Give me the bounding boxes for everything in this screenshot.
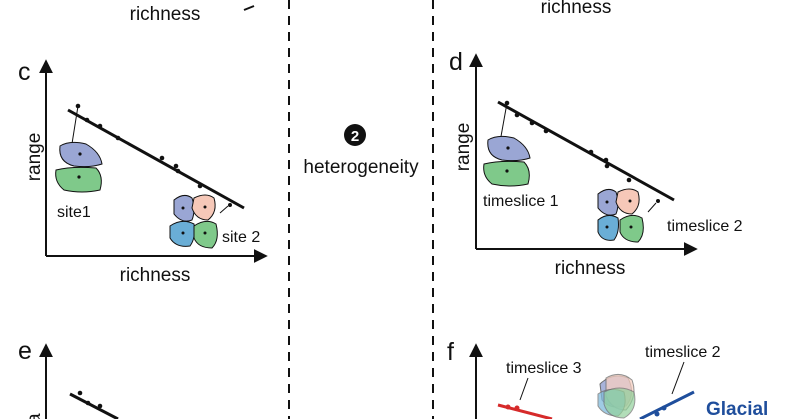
top-richness-left: richness xyxy=(130,4,201,25)
panel-d-slice2-peach-blob xyxy=(615,188,640,215)
data-point xyxy=(603,157,609,163)
panel-e-letter: e xyxy=(18,337,32,365)
panel-d-leader-slice1 xyxy=(499,102,508,143)
panel-c-site2-peach-blob xyxy=(191,194,216,221)
panel-f-slice2-label: timeslice 2 xyxy=(645,344,721,361)
data-point xyxy=(505,404,511,410)
data-point xyxy=(661,405,667,411)
data-point xyxy=(506,146,510,150)
top-richness-right: richness xyxy=(541,0,612,18)
data-point xyxy=(84,117,90,123)
panel-d-xlabel: richness xyxy=(555,258,626,279)
panel-c-xlabel: richness xyxy=(120,265,191,286)
top-arrow-fragment xyxy=(243,5,255,11)
panel-d-letter: d xyxy=(449,48,463,76)
data-point xyxy=(543,128,549,134)
panel-c-points xyxy=(75,103,203,189)
panel-d-slice1-bottom-blob xyxy=(483,160,530,187)
data-point xyxy=(654,411,660,417)
panel-d-ylabel: range xyxy=(453,123,474,172)
panel-c-ylabel: range xyxy=(24,133,45,182)
panel-f-leader-slice3 xyxy=(519,377,529,401)
data-point xyxy=(181,206,185,210)
panel-d-trend-line xyxy=(497,100,675,202)
number-badge xyxy=(344,124,366,146)
data-point xyxy=(505,169,509,173)
panel-f-slice3-label: timeslice 3 xyxy=(506,360,582,377)
panel-c-site2-label: site 2 xyxy=(222,229,260,246)
data-point xyxy=(77,390,83,396)
data-point xyxy=(628,199,632,203)
data-point xyxy=(97,123,103,129)
panel-c-letter: c xyxy=(18,58,31,86)
panel-c: c range richness site1 xyxy=(18,58,268,286)
data-point xyxy=(629,225,633,229)
number-badge-text: 2 xyxy=(351,128,359,145)
panel-d: d range richness timeslice 1 xyxy=(449,48,743,279)
data-point xyxy=(514,112,520,118)
data-point xyxy=(604,163,610,169)
data-point xyxy=(175,168,181,174)
data-point xyxy=(77,175,81,179)
data-point xyxy=(656,199,660,203)
data-point xyxy=(97,403,103,409)
panel-e-ylabel-fragment: a xyxy=(24,413,45,419)
overlap-blob-green xyxy=(603,387,636,419)
panel-c-leader-site2 xyxy=(219,205,229,214)
panel-f-overlapping-blobs xyxy=(597,374,636,419)
data-point xyxy=(181,231,185,235)
middle-heterogeneity: 2 heterogeneity xyxy=(303,124,419,178)
data-point xyxy=(203,231,207,235)
data-point xyxy=(85,400,91,406)
panel-d-leader-slice2 xyxy=(647,202,657,213)
data-point xyxy=(78,152,82,156)
heterogeneity-label: heterogeneity xyxy=(303,157,419,178)
data-point xyxy=(605,225,609,229)
panel-c-site2-green-blob xyxy=(193,220,218,249)
panel-d-slice1-label: timeslice 1 xyxy=(483,193,559,210)
data-point xyxy=(605,200,609,204)
panel-e-trend-line xyxy=(69,392,119,419)
panel-c-trend-line xyxy=(67,108,245,210)
panel-d-slice2-label: timeslice 2 xyxy=(667,218,743,235)
panel-f-glacial-label: Glacial xyxy=(706,399,768,419)
data-point xyxy=(197,183,203,189)
panel-f-leader-slice2 xyxy=(671,361,685,395)
data-point xyxy=(203,205,207,209)
data-point xyxy=(626,177,632,183)
panel-e: e a xyxy=(18,337,119,419)
data-point xyxy=(228,203,232,207)
panel-f-letter: f xyxy=(447,338,454,366)
panel-d-slice2-green-blob xyxy=(619,214,644,243)
data-point xyxy=(159,155,165,161)
panel-d-points xyxy=(504,100,632,183)
panel-f-blue-line xyxy=(639,390,695,419)
panel-d-slice2-blue-blob xyxy=(597,214,619,241)
panel-f: f timeslice 3 timeslice 2 Glacial xyxy=(447,338,768,419)
panel-c-site1-bottom-blob xyxy=(55,166,102,193)
data-point xyxy=(115,135,121,141)
data-point xyxy=(529,120,535,126)
data-point xyxy=(514,405,520,411)
data-point xyxy=(588,149,594,155)
data-point xyxy=(173,163,179,169)
panel-c-site1-label: site1 xyxy=(57,204,91,221)
